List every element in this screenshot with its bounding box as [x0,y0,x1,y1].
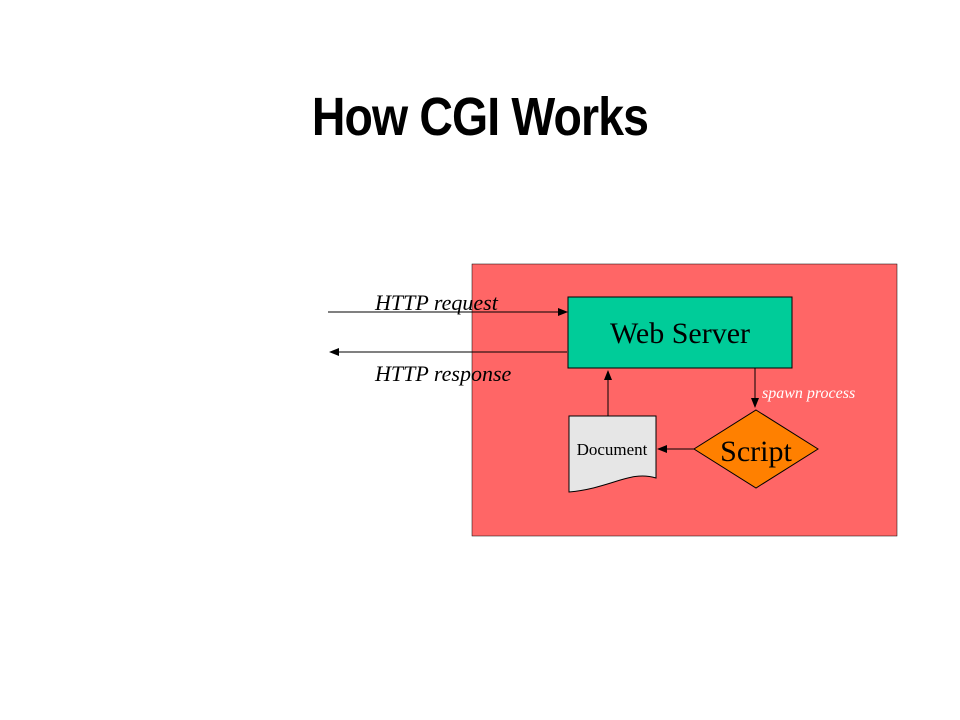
slide-title: How CGI Works [311,87,649,147]
document-label: Document [577,440,648,459]
http-request-label: HTTP request [374,290,499,315]
script-diamond [693,409,819,489]
spawn-process-label: spawn process [762,385,855,402]
web-server-label: Web Server [610,317,750,350]
document-shape [568,415,657,493]
web-server-box [567,296,793,369]
http-response-label: HTTP response [374,361,512,386]
script-label: Script [720,435,792,468]
